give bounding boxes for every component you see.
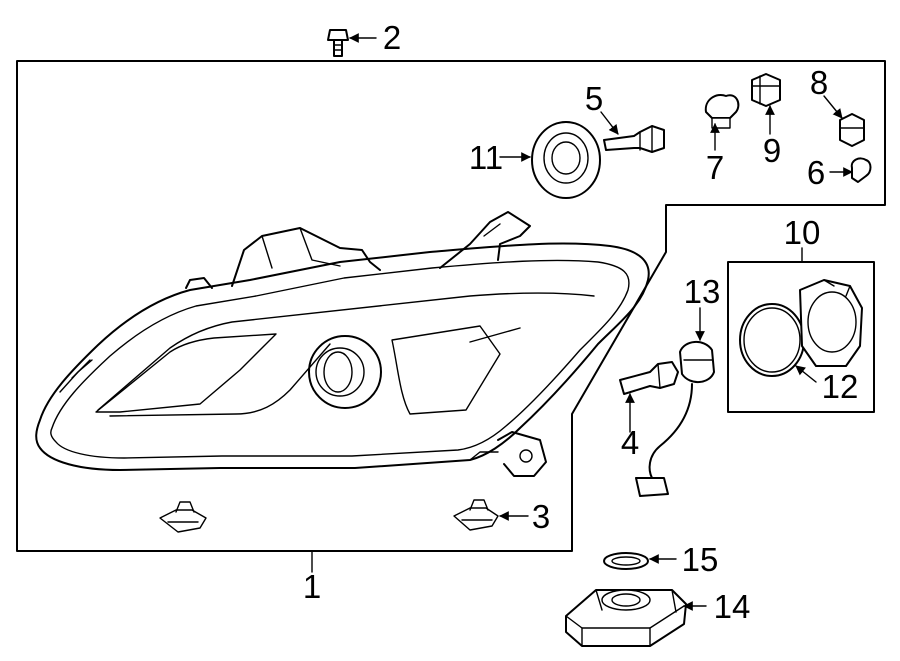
callout-1: 1 (303, 568, 321, 605)
callout-6: 6 (807, 154, 825, 191)
callout-2: 2 (383, 19, 401, 56)
bulb-h-type (603, 125, 665, 153)
callout-5: 5 (585, 80, 603, 117)
callout-arrows (311, 33, 853, 611)
callout-8: 8 (810, 64, 828, 101)
cap-seal-ring (739, 303, 805, 377)
callout-13: 13 (684, 273, 721, 310)
dust-seal (531, 121, 601, 199)
bolt (327, 29, 349, 57)
callout-11: 11 (469, 139, 503, 176)
callout-12: 12 (822, 368, 859, 405)
ballast-module (565, 589, 687, 647)
socket-8 (839, 113, 865, 147)
socket-harness (635, 341, 715, 497)
assembly-frame (16, 60, 886, 552)
callout-3: 3 (532, 498, 550, 535)
socket-9 (751, 73, 781, 107)
clip-nut-right (453, 499, 499, 531)
callout-14: 14 (714, 588, 751, 625)
headlight-housing (35, 211, 650, 477)
clip-nut-left (159, 501, 207, 533)
callout-15: 15 (682, 541, 719, 578)
callout-10: 10 (784, 214, 821, 251)
callout-7: 7 (706, 149, 724, 186)
bulb-wedge-7 (704, 94, 740, 129)
gasket (603, 552, 649, 570)
bulb-hid (619, 361, 679, 395)
headlight-cap (799, 279, 863, 367)
cap-box (727, 261, 875, 413)
bulb-6 (850, 157, 872, 183)
callout-9: 9 (763, 132, 781, 169)
callout-4: 4 (621, 424, 639, 461)
